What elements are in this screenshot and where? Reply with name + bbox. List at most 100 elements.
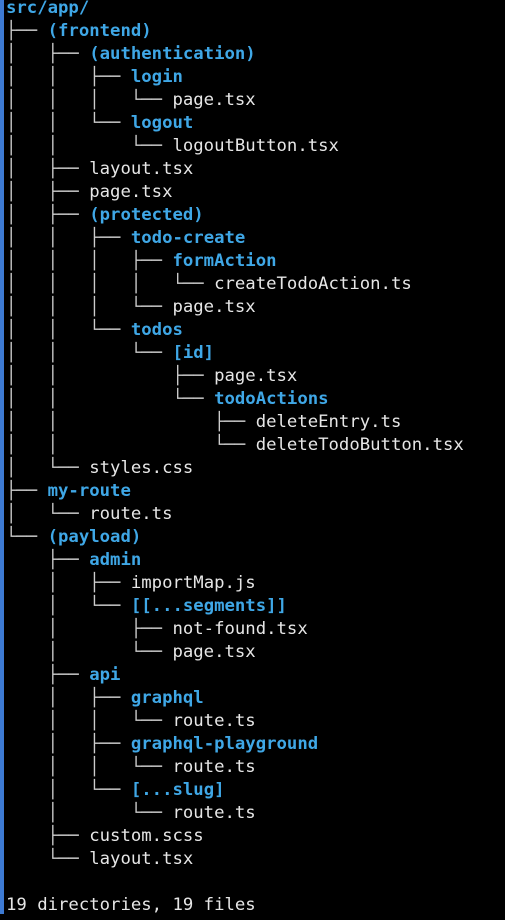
file-name: page.tsx [89, 182, 173, 202]
tree-branch-prefix: │ │ └── [6, 320, 131, 340]
tree-branch-prefix: │ │ ├── [6, 412, 256, 432]
file-name: custom.scss [89, 826, 204, 846]
tree-directory-line: │ │ └── logout [6, 113, 505, 138]
tree-branch-prefix: │ │ │ └── [6, 90, 173, 110]
tree-branch-prefix: │ │ └── [6, 435, 256, 455]
tree-branch-prefix: │ │ ├── [6, 228, 131, 248]
tree-file-line: │ │ └── deleteTodoButton.tsx [6, 435, 505, 460]
file-name: layout.tsx [89, 159, 194, 179]
directory-name: todo-create [130, 228, 246, 248]
tree-directory-line: ├── (frontend) [6, 21, 505, 46]
tree-branch-prefix: ├── [6, 665, 90, 685]
directory-name: [...slug] [130, 780, 225, 800]
tree-branch-prefix: │ └── [6, 504, 90, 524]
tree-branch-prefix: │ ├── [6, 734, 131, 754]
tree-branch-prefix: │ └── [6, 803, 173, 823]
tree-file-line: ├── custom.scss [6, 826, 505, 851]
tree-branch-prefix: │ │ │ ├── [6, 251, 173, 271]
directory-name: formAction [172, 251, 277, 271]
tree-branch-prefix: │ ├── [6, 688, 131, 708]
file-name: page.tsx [172, 642, 256, 662]
directory-tree-output: src/app/├── (frontend)│ ├── (authenticat… [6, 0, 505, 874]
tree-branch-prefix: │ ├── [6, 159, 90, 179]
file-name: not-found.tsx [172, 619, 308, 639]
tree-directory-line: │ │ └── todoActions [6, 390, 505, 414]
directory-name: logout [130, 113, 194, 133]
tree-branch-prefix: │ │ └── [6, 136, 173, 156]
file-name: route.ts [89, 504, 173, 524]
tree-file-line: └── layout.tsx [6, 850, 505, 874]
tree-file-line: │ │ ├── page.tsx [6, 366, 505, 391]
directory-name: (authentication) [89, 44, 256, 64]
tree-branch-prefix: │ │ │ └── [6, 297, 173, 317]
tree-branch-prefix: │ │ ├── [6, 366, 215, 386]
directory-name: [id] [172, 343, 215, 363]
directory-name: login [130, 67, 183, 87]
tree-branch-prefix: │ ├── [6, 205, 90, 225]
file-name: route.ts [172, 757, 256, 777]
file-name: page.tsx [172, 90, 256, 110]
tree-file-line: │ │ └── route.ts [6, 711, 505, 736]
tree-file-line: │ └── page.tsx [6, 642, 505, 667]
directory-name: (protected) [89, 205, 204, 225]
tree-file-line: │ │ ├── deleteEntry.ts [6, 412, 505, 437]
tree-directory-line: │ └── [[...segments]] [6, 596, 505, 621]
tree-branch-prefix: │ ├── [6, 619, 173, 639]
tree-directory-line: │ │ └── [id] [6, 343, 505, 368]
tree-branch-prefix: ├── [6, 21, 48, 41]
file-name: createTodoAction.ts [214, 274, 412, 294]
file-name: page.tsx [172, 297, 256, 317]
tree-directory-line: │ │ ├── todo-create [6, 228, 505, 253]
tree-branch-prefix: │ │ └── [6, 113, 131, 133]
tree-branch-prefix: ├── [6, 550, 90, 570]
directory-name: (frontend) [47, 21, 152, 41]
tree-file-line: │ ├── page.tsx [6, 182, 505, 207]
tree-directory-line: │ │ └── todos [6, 320, 505, 345]
file-name: styles.css [89, 458, 194, 478]
tree-file-line: │ ├── importMap.js [6, 573, 505, 598]
tree-branch-prefix: │ ├── [6, 44, 90, 64]
tree-file-line: │ │ └── route.ts [6, 757, 505, 782]
directory-name: (payload) [47, 527, 142, 547]
tree-branch-prefix: │ └── [6, 458, 90, 478]
tree-branch-prefix: │ ├── [6, 182, 90, 202]
tree-file-line: │ ├── not-found.tsx [6, 619, 505, 644]
tree-directory-line: src/app/ [6, 0, 505, 23]
tree-branch-prefix: │ │ │ │ └── [6, 274, 215, 294]
tree-file-line: │ ├── layout.tsx [6, 159, 505, 184]
file-name: route.ts [172, 803, 256, 823]
directory-name: api [89, 665, 121, 685]
file-name: deleteTodoButton.tsx [255, 435, 464, 455]
tree-branch-prefix: ├── [6, 481, 48, 501]
directory-name: [[...segments]] [130, 596, 287, 616]
tree-branch-prefix: ├── [6, 826, 90, 846]
tree-branch-prefix: │ │ └── [6, 343, 173, 363]
tree-file-line: │ │ └── logoutButton.tsx [6, 136, 505, 161]
tree-summary: 19 directories, 19 files [6, 895, 256, 915]
tree-directory-line: ├── my-route [6, 481, 505, 506]
directory-name: my-route [47, 481, 131, 501]
tree-branch-prefix: │ │ └── [6, 711, 173, 731]
file-name: deleteEntry.ts [255, 412, 402, 432]
tree-file-line: │ │ │ │ └── createTodoAction.ts [6, 274, 505, 299]
tree-directory-line: ├── admin [6, 550, 505, 575]
directory-name: todos [130, 320, 183, 340]
tree-branch-prefix: │ └── [6, 642, 173, 662]
tree-directory-line: │ ├── graphql [6, 688, 505, 713]
tree-branch-prefix: │ │ └── [6, 757, 173, 777]
tree-directory-line: │ └── [...slug] [6, 780, 505, 805]
tree-file-line: │ └── route.ts [6, 504, 505, 529]
tree-directory-line: │ │ ├── login [6, 67, 505, 92]
tree-file-line: │ └── route.ts [6, 803, 505, 828]
directory-name: admin [89, 550, 142, 570]
directory-name: src/app/ [6, 0, 90, 18]
tree-branch-prefix: └── [6, 527, 48, 547]
directory-name: graphql-playground [130, 734, 319, 754]
file-name: page.tsx [214, 366, 298, 386]
tree-directory-line: │ ├── (authentication) [6, 44, 505, 69]
tree-branch-prefix: │ └── [6, 596, 131, 616]
tree-branch-prefix: │ ├── [6, 573, 131, 593]
file-name: route.ts [172, 711, 256, 731]
tree-branch-prefix: │ └── [6, 780, 131, 800]
